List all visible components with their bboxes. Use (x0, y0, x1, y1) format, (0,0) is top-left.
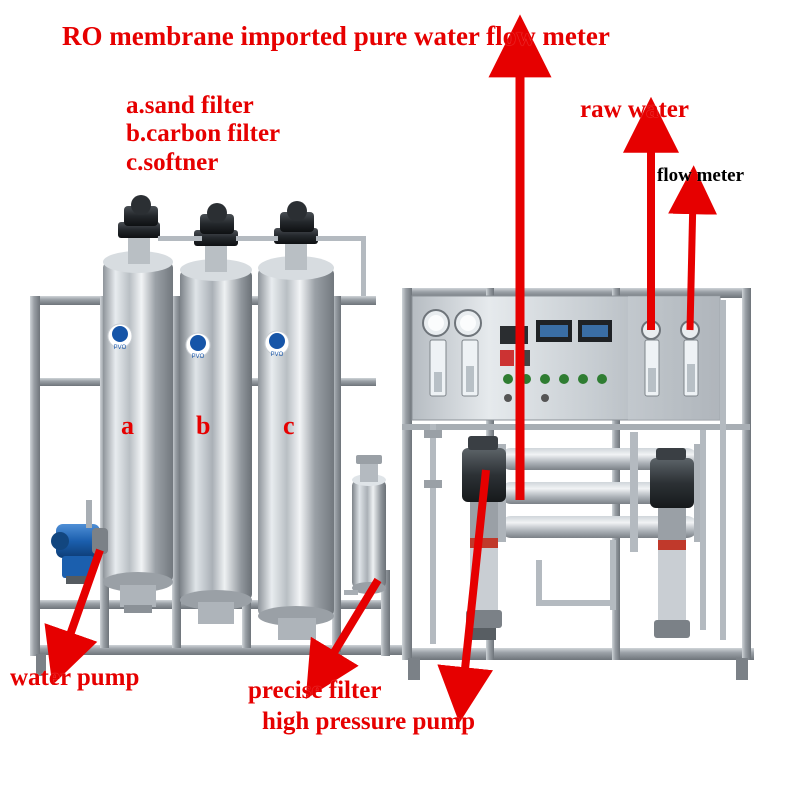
annotation-carbon-filter: b.carbon filter (126, 120, 281, 148)
high-pressure-pump-2 (650, 448, 694, 638)
tank-label-c: c (283, 411, 295, 440)
control-panel (411, 295, 721, 421)
carbon-filter-tank: PVO (180, 203, 252, 624)
annotation-water-pump: water pump (10, 664, 140, 691)
svg-text:PVO: PVO (271, 352, 284, 358)
tank-label-b: b (196, 411, 211, 440)
annotation-precise-filter: precise filter (248, 677, 382, 704)
precise-filter (344, 455, 386, 595)
feed-water-pump (51, 500, 108, 584)
annotation-flow-meter: flow meter (657, 165, 745, 186)
svg-text:PVO: PVO (114, 345, 127, 351)
annotation-ro-membrane-title: RO membrane imported pure water flow met… (62, 21, 610, 51)
svg-text:PVO: PVO (192, 354, 205, 360)
sand-filter-tank: PVO (103, 195, 173, 613)
softener-tank: PVO (258, 201, 334, 640)
right-piping (424, 300, 726, 644)
annotation-filter-list: a.sand filter b.carbon filter c.softner (126, 92, 281, 178)
annotation-softner: c.softner (126, 148, 219, 176)
annotation-high-pressure-pump: high pressure pump (262, 708, 476, 735)
annotation-raw-water: raw water (580, 96, 689, 123)
tank-label-a: a (121, 411, 134, 440)
annotation-sand-filter: a.sand filter (126, 92, 254, 119)
tank-top-pipework (158, 236, 366, 296)
